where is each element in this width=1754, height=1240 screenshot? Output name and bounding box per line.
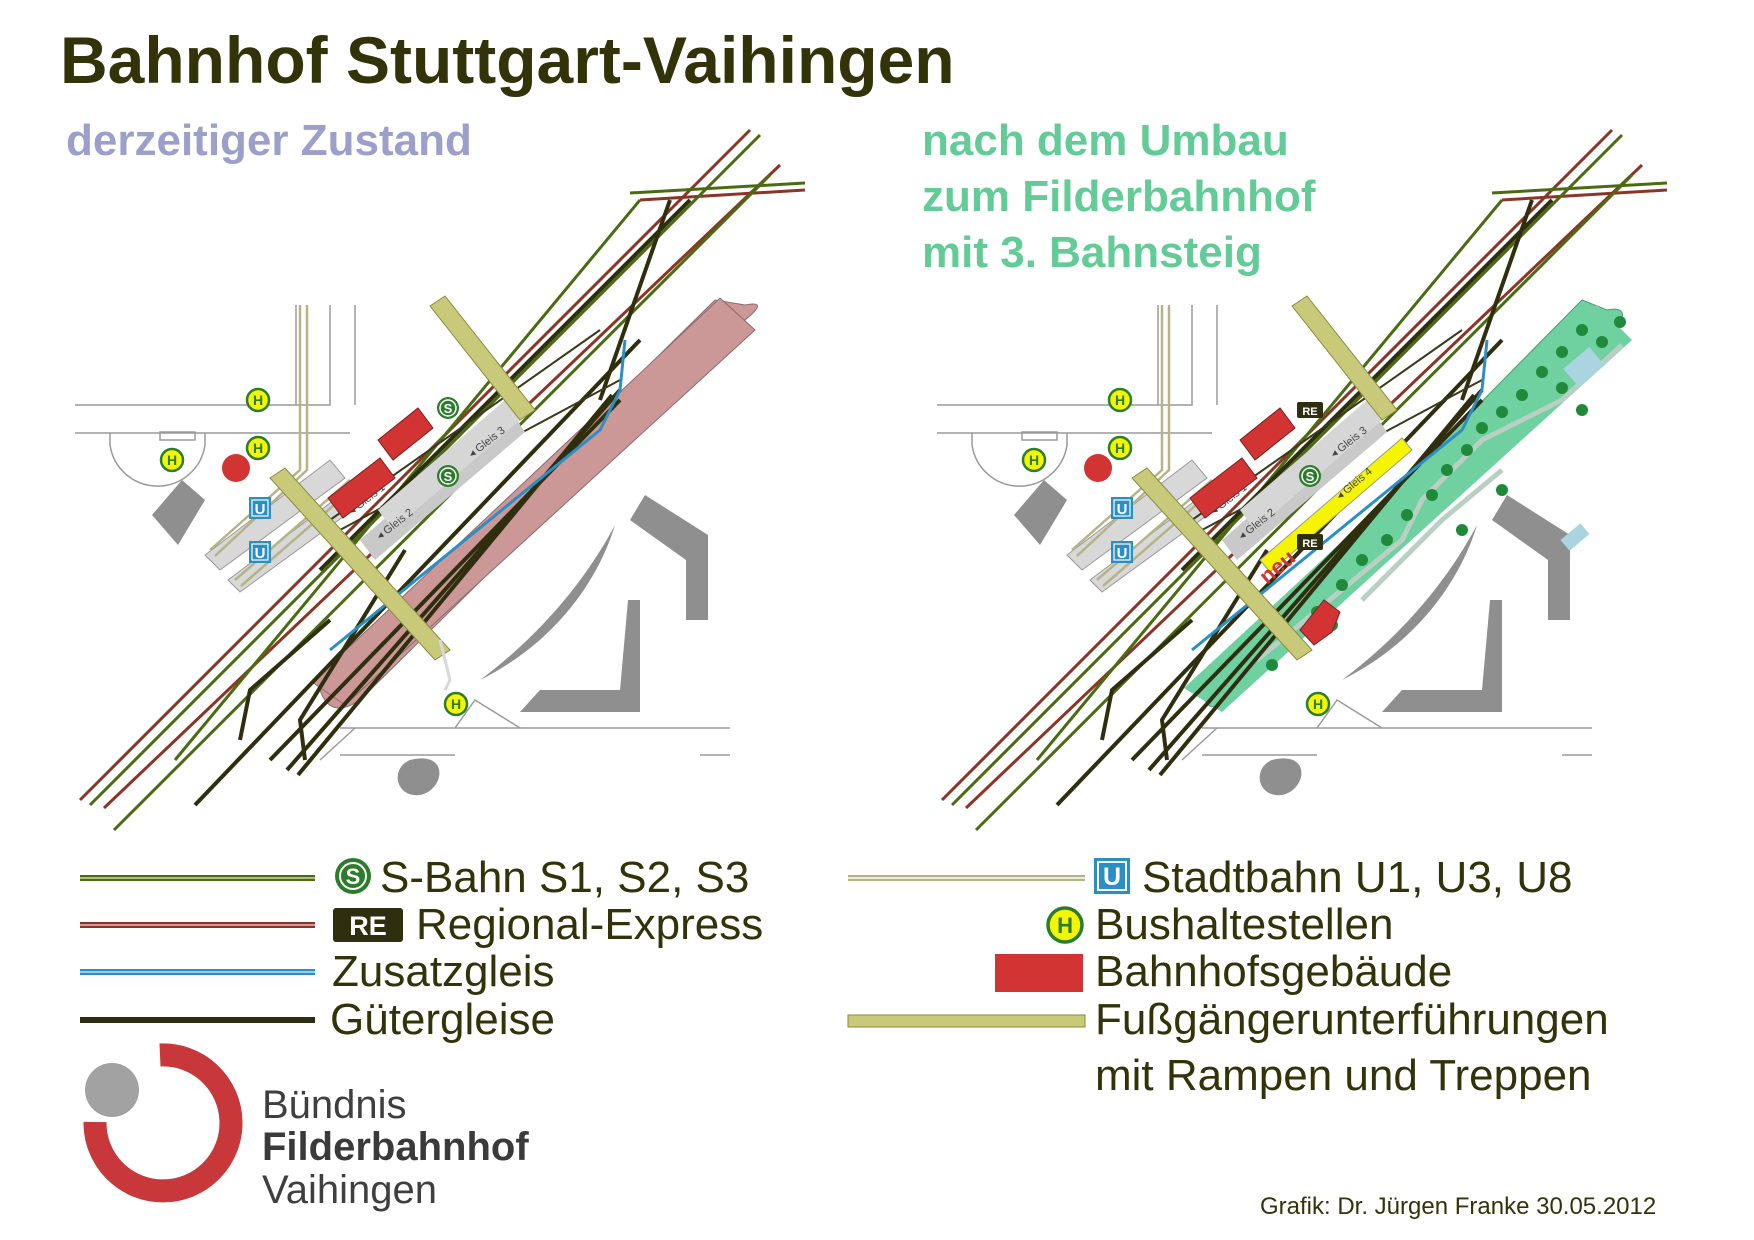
legend-underpass-label-2: mit Rampen und Treppen bbox=[1095, 1051, 1592, 1100]
bus-stop-icon bbox=[159, 447, 185, 473]
legend-bus-label: Bushaltestellen bbox=[1095, 900, 1394, 949]
legend-bus-icon: H bbox=[1046, 906, 1084, 944]
red-circle-marker bbox=[1084, 454, 1112, 482]
ubahn-stop-icon bbox=[1110, 496, 1134, 520]
right-heading-line-3: mit 3. Bahnsteig bbox=[922, 228, 1262, 277]
legend-stadtbahn-label: Stadtbahn U1, U3, U8 bbox=[1142, 853, 1573, 902]
page-title: Bahnhof Stuttgart-Vaihingen bbox=[60, 23, 955, 97]
svg-text:S: S bbox=[346, 864, 361, 889]
re-stop-icon bbox=[1297, 534, 1323, 550]
logo-red-arc bbox=[83, 1043, 243, 1203]
ubahn-stop-icon bbox=[248, 540, 272, 564]
logo bbox=[83, 1043, 243, 1203]
bus-stop-icon bbox=[245, 435, 271, 461]
legend-building-label: Bahnhofsgebäude bbox=[1095, 947, 1453, 996]
legend-gueter-label: Gütergleise bbox=[330, 995, 556, 1044]
sbahn-stop-icon bbox=[436, 464, 460, 488]
legend-underpass-label: Fußgängerunterführungen bbox=[1095, 995, 1609, 1044]
bus-stop-icon bbox=[245, 387, 271, 413]
legend-building-swatch bbox=[995, 954, 1083, 992]
right-heading-line-2: zum Filderbahnhof bbox=[922, 172, 1316, 221]
legend-ubahn-icon: U bbox=[1094, 858, 1130, 894]
legend-underpass-swatch bbox=[847, 1014, 1086, 1028]
logo-text-line3: Vaihingen bbox=[262, 1168, 437, 1212]
red-circle-marker bbox=[222, 454, 250, 482]
left-panel-heading: derzeitiger Zustand bbox=[66, 116, 472, 165]
bus-stop-icon bbox=[443, 691, 469, 717]
legend-re-label: Regional-Express bbox=[416, 900, 764, 949]
sbahn-stop-icon bbox=[436, 396, 460, 420]
ubahn-stop-icon bbox=[1110, 540, 1134, 564]
re-stop-icon bbox=[1297, 402, 1323, 418]
bus-stop-icon bbox=[1107, 435, 1133, 461]
bus-stop-icon bbox=[1021, 447, 1047, 473]
legend-zusatz-label: Zusatzgleis bbox=[332, 947, 555, 996]
svg-text:U: U bbox=[1103, 863, 1121, 891]
station-building bbox=[327, 407, 434, 519]
sbahn-stop-icon bbox=[1298, 464, 1322, 488]
bus-stop-icon bbox=[1107, 387, 1133, 413]
svg-text:H: H bbox=[1057, 913, 1073, 938]
ubahn-stop-icon bbox=[248, 496, 272, 520]
credit-text: Grafik: Dr. Jürgen Franke 30.05.2012 bbox=[1260, 1193, 1657, 1220]
legend-sbahn-icon: S bbox=[335, 858, 371, 894]
logo-text-line1: Bündnis bbox=[262, 1083, 407, 1127]
logo-text-line2: Filderbahnhof bbox=[262, 1125, 529, 1169]
logo-grey-dot bbox=[85, 1063, 139, 1117]
right-heading-line-1: nach dem Umbau bbox=[922, 116, 1289, 165]
legend-sbahn-label: S-Bahn S1, S2, S3 bbox=[380, 853, 750, 902]
bus-stop-icon bbox=[1305, 691, 1331, 717]
station-building bbox=[1189, 407, 1341, 646]
legend-re-icon: RE bbox=[333, 908, 403, 942]
svg-text:RE: RE bbox=[349, 911, 387, 941]
right-map-after-rebuild: ◂ Gleis 4 neu bbox=[935, 128, 1669, 832]
left-map-current-state bbox=[73, 128, 807, 832]
